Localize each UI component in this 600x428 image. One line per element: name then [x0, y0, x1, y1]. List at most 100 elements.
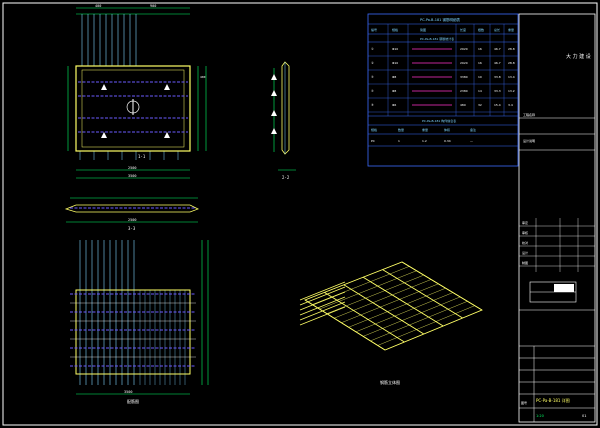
iso-rebar-main — [324, 292, 405, 343]
table-cell: 13.2 — [508, 89, 515, 93]
rebar-schedule-table: PC-Pa-B-181 钢筋明细表 PC-Pa-B-181 钢筋统计表 编号规格… — [367, 13, 519, 167]
plan-slab-outline — [75, 65, 191, 152]
table-cell: 2380 — [460, 89, 468, 93]
company-name: 大 力 建 设 — [566, 53, 591, 60]
summary-header-row: 规格数量重量体积备注 — [371, 127, 476, 132]
table-cell: 28.8 — [508, 47, 515, 51]
dim-text-right: 400 — [200, 75, 206, 79]
table-cell: Φ8 — [392, 75, 396, 79]
iso-bar-protrusion — [299, 301, 346, 321]
table-cell: 2920 — [460, 47, 468, 51]
section-a-outline — [281, 61, 290, 155]
project-label: 工程名称 — [523, 112, 535, 117]
table-cell: 480 — [460, 103, 466, 107]
plan-slab-inner — [81, 69, 185, 148]
table-cell: 10 — [478, 75, 482, 79]
table-header-cell: 规格 — [392, 27, 398, 32]
rebar-plan-view: 3500 配筋图 — [70, 240, 209, 404]
summary-cell: 1 — [398, 139, 400, 143]
table-cell: Φ10 — [392, 47, 398, 51]
table-cell: 2920 — [460, 61, 468, 65]
iso-rebar-cross — [326, 274, 424, 314]
rebar-plan-dim-text: 3500 — [124, 390, 132, 394]
rebar-plan-horizontal-bars — [70, 293, 196, 367]
dim-text-plan-total: 3500 — [128, 174, 136, 178]
title-block-frame — [518, 13, 596, 423]
sheet-number: 01 — [582, 414, 586, 418]
summary-header-cell: 备注 — [470, 127, 476, 132]
lifting-point-icon — [271, 128, 277, 134]
drawing-scale: 1:20 — [536, 414, 544, 418]
table-header-cell: 根数 — [478, 27, 484, 32]
rebar-plan-outline — [75, 289, 191, 375]
section-a-view: 2-2 — [271, 61, 296, 180]
dim-text-top-right: 900 — [150, 4, 156, 8]
tb-row-label: 校对 — [522, 240, 528, 245]
summary-cell: 1.2 — [422, 139, 427, 143]
table-cell: 33.8 — [494, 75, 501, 79]
lifting-point-icon — [164, 132, 170, 138]
tb-row-label: 设计 — [522, 250, 528, 255]
summary-header-cell: 重量 — [422, 127, 428, 132]
table-frame — [367, 13, 519, 167]
iso-rebar-main — [382, 269, 463, 319]
iso-rebar-lines — [299, 261, 483, 351]
table-cell: 14 — [478, 89, 482, 93]
table-header-cell: 简图 — [420, 27, 426, 32]
table-cell: 15.4 — [494, 103, 501, 107]
table-cell: ④ — [371, 89, 374, 93]
lifting-point-icon — [271, 90, 277, 96]
lifting-point-icon — [271, 110, 277, 116]
iso-rebar-cross — [304, 261, 403, 301]
plan-view-title: 1-1 — [138, 154, 146, 159]
lifting-point-icon — [101, 132, 107, 138]
lifting-point-icon — [164, 84, 170, 90]
summary-header-cell: 规格 — [371, 127, 377, 132]
table-cell: 32 — [478, 103, 482, 107]
table-header-cell: 长度 — [460, 27, 466, 32]
rebar-plan-title: 配筋图 — [127, 398, 139, 404]
drawing-name: PC-Pa-B-181 详图 — [536, 397, 570, 403]
strip-outline — [64, 204, 199, 213]
table-cell: Φ6 — [392, 103, 396, 107]
table-cell: ① — [371, 47, 374, 51]
iso-rebar-cross — [312, 266, 410, 305]
table-cell: 3380 — [460, 75, 468, 79]
section-b-label: 3-3 — [128, 226, 136, 231]
summary-cell: — — [470, 139, 473, 143]
table-title: PC-Pa-B-181 钢筋明细表 — [420, 17, 461, 22]
table-header-cell: 重量 — [508, 27, 514, 32]
section-a-label: 2-2 — [282, 175, 290, 180]
table-header-cell: 编号 — [371, 27, 377, 32]
iso-bar-protrusion — [299, 281, 346, 301]
table-cell: 3.4 — [508, 103, 513, 107]
summary-header-cell: 数量 — [398, 127, 404, 132]
table-cell: ⑤ — [371, 103, 374, 107]
table-cell: 28.8 — [508, 61, 515, 65]
iso-rebar-cross — [319, 270, 417, 310]
iso-rebar-cross — [334, 279, 432, 319]
table-cell: Φ8 — [392, 89, 396, 93]
iso-rebar-cross — [348, 287, 446, 328]
table-header-row: 编号规格简图长度根数总长重量 — [371, 27, 514, 32]
table-cell: 33.3 — [494, 89, 501, 93]
iso-rebar-cross — [355, 292, 453, 333]
iso-bar-protrusion — [299, 286, 346, 306]
table-cell: 13.4 — [508, 75, 515, 79]
tb-row-label: 审核 — [522, 230, 528, 235]
iso-rebar-cross — [377, 305, 475, 346]
dim-text-top-left: 400 — [95, 4, 101, 8]
note-label: 设计说明 — [523, 138, 535, 143]
table-cell: 16 — [478, 61, 482, 65]
iso-rebar-main — [343, 284, 425, 335]
section-b-view: 2500 3-3 — [64, 197, 199, 231]
summary-cell: 0.34 — [444, 139, 451, 143]
strip-dim-text: 2500 — [128, 218, 136, 222]
table-cell: 16 — [478, 47, 482, 51]
tb-row-label: 制图 — [522, 260, 528, 265]
